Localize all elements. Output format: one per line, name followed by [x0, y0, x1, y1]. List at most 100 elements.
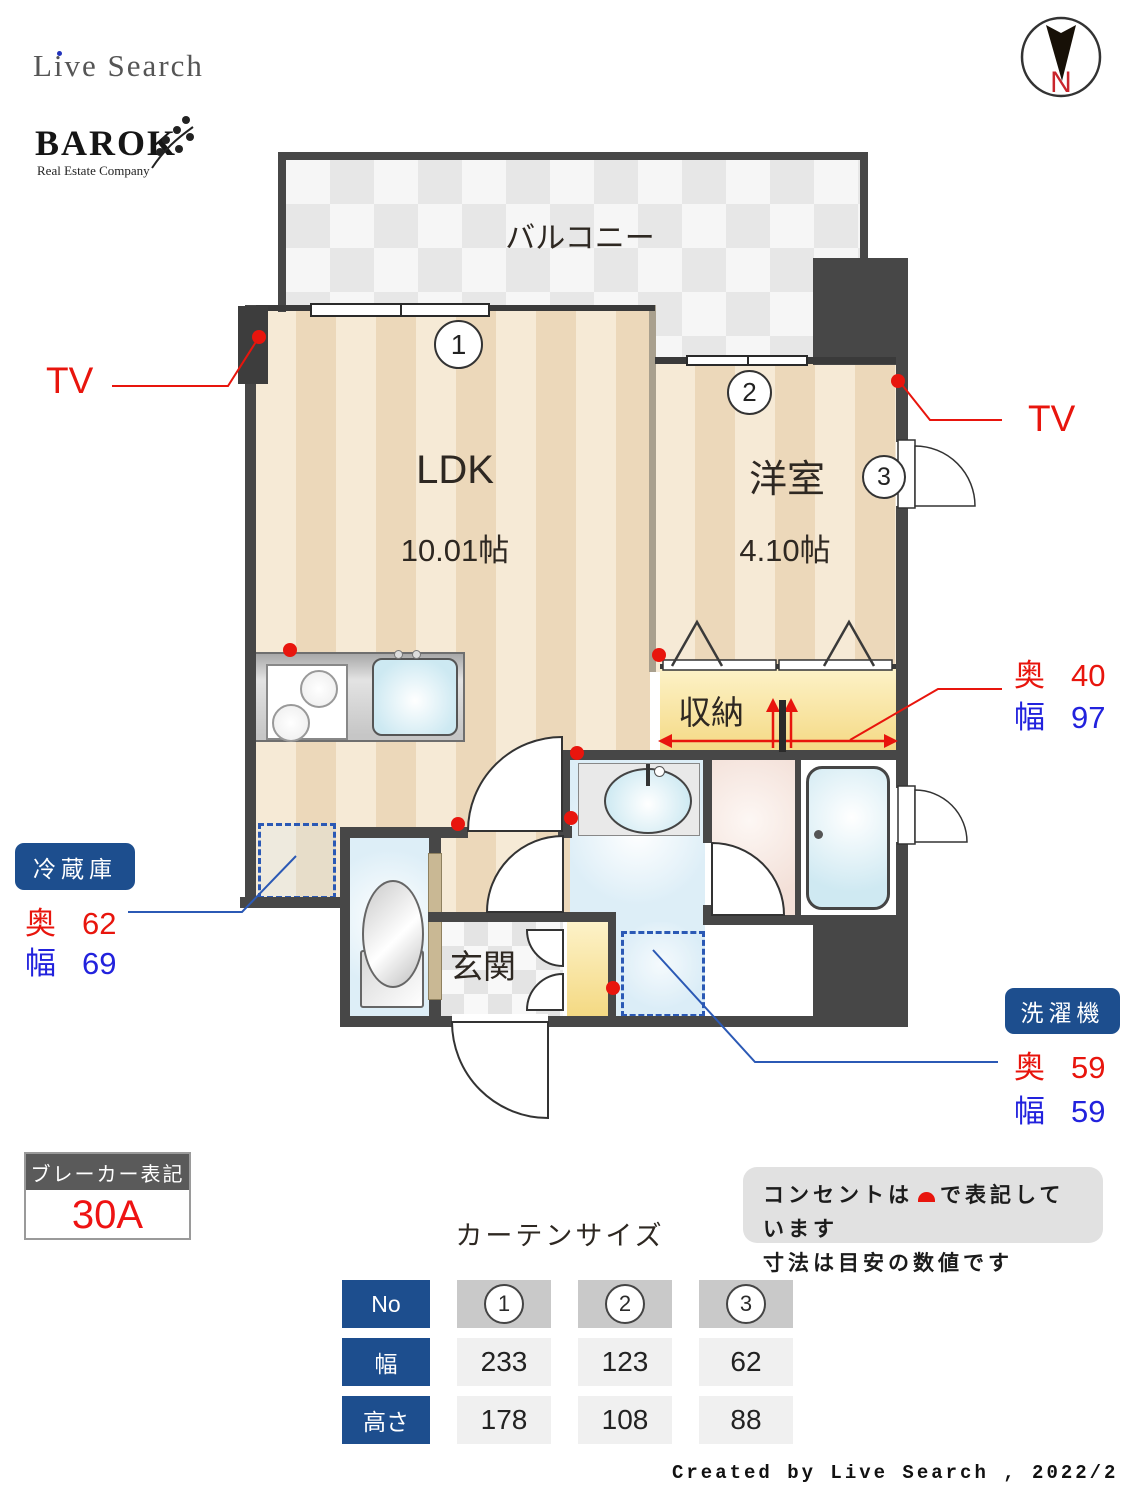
- fridge-leader: [128, 855, 297, 913]
- wall: [340, 827, 468, 838]
- notes-line-1: コンセントはで表記しています: [763, 1179, 1083, 1247]
- height-cell-1: 178: [457, 1396, 551, 1444]
- wall: [896, 842, 908, 1027]
- width-cell-1: 233: [457, 1338, 551, 1386]
- breaker-value: 30A: [71, 1192, 144, 1237]
- wall: [560, 750, 908, 760]
- vanity-faucet-icon: [646, 764, 650, 786]
- width-cell-3: 62: [699, 1338, 793, 1386]
- toilet-bowl-icon: [362, 880, 424, 988]
- row-header-width: 幅: [342, 1338, 430, 1386]
- door-swing-shoe-cabinet: [525, 929, 564, 968]
- washer-depth-row: 奥 59: [1014, 1042, 1105, 1087]
- toilet-door-panel: [428, 853, 442, 1000]
- depth-label: 奥: [1014, 658, 1045, 693]
- barok-branch-icon: [151, 116, 194, 169]
- window-1: [310, 303, 490, 317]
- depth-label: 奥: [1014, 1050, 1045, 1085]
- window-sash: [400, 305, 402, 315]
- compass: N: [1020, 16, 1102, 99]
- wall: [245, 305, 256, 908]
- width-label: 幅: [1014, 1094, 1045, 1129]
- width-value: 97: [1071, 700, 1106, 735]
- window-mark-3: 3: [862, 455, 906, 499]
- barok-sublabel: Real Estate Company: [37, 163, 150, 178]
- arrowhead-icon: [784, 698, 798, 712]
- depth-label: 奥: [25, 906, 56, 941]
- credit-text: Created by Live Search , 2022/2: [672, 1462, 1119, 1484]
- western-room-floor: [655, 357, 896, 672]
- washer-badge: 洗濯機: [1005, 988, 1120, 1034]
- room-label-entrance: 玄関: [450, 948, 516, 985]
- faucet-knob-icon: [412, 650, 421, 659]
- notes-line-2: 寸法は目安の数値です: [763, 1252, 1013, 1275]
- door-swing-bath-entry: [711, 841, 786, 916]
- vanity-sink-icon: [604, 768, 692, 834]
- wall: [705, 915, 908, 925]
- outlet-icon: [283, 643, 297, 657]
- door-swing-ldk: [466, 735, 563, 832]
- window-sash: [747, 357, 749, 364]
- door-swing-shoe-cabinet: [525, 972, 564, 1011]
- bathtub-drain-icon: [814, 830, 823, 839]
- wall: [278, 152, 868, 160]
- folding-door-icon: [670, 619, 724, 667]
- door-swing-washroom: [485, 834, 564, 913]
- width-label: 幅: [25, 946, 56, 981]
- room-label-storage: 収納: [678, 694, 744, 731]
- logo-dot: [57, 51, 62, 56]
- circled-number: 2: [605, 1284, 645, 1324]
- depth-value: 59: [1071, 1050, 1106, 1085]
- wall: [340, 827, 350, 1022]
- outlet-icon: [252, 330, 266, 344]
- washer-placement-box: [621, 931, 705, 1017]
- notes-text: コンセントは: [763, 1184, 913, 1207]
- outlet-icon: [606, 981, 620, 995]
- breaker-title: ブレーカー表記: [26, 1154, 189, 1190]
- outlet-icon: [564, 811, 578, 825]
- tv-left-leader: [112, 336, 260, 387]
- arrowhead-icon: [658, 734, 672, 748]
- wall: [608, 922, 616, 1016]
- shoe-cabinet: [567, 922, 608, 1016]
- outlet-icon: [451, 817, 465, 831]
- room-label-western: 洋室: [748, 459, 825, 501]
- barok-logo: BAROK: [35, 123, 178, 163]
- breaker-box: ブレーカー表記 30A: [24, 1152, 191, 1240]
- tv-right-leader: [898, 380, 1002, 421]
- washer-leader: [652, 949, 998, 1063]
- room-size-ldk: 10.01帖: [400, 533, 510, 568]
- circled-number: 1: [484, 1284, 524, 1324]
- compass-north-label: N: [1050, 66, 1072, 99]
- width-value: 69: [82, 946, 117, 981]
- wall: [240, 897, 350, 908]
- col-header-1: 1: [457, 1280, 551, 1328]
- wall: [278, 152, 286, 312]
- wall: [896, 506, 908, 788]
- storage-dim-leader: [849, 688, 1002, 741]
- kitchen-sink-icon: [372, 658, 458, 736]
- arrowhead-icon: [766, 698, 780, 712]
- wall: [428, 912, 616, 922]
- wall: [703, 750, 712, 843]
- wall: [560, 750, 570, 838]
- outlet-icon: [652, 648, 666, 662]
- storage-divider: [779, 700, 786, 752]
- pillar: [813, 925, 908, 1027]
- curtain-table: No 1 2 3 幅 233 123 62 高さ 178 108 88: [342, 1280, 793, 1444]
- stove-burner-icon: [300, 670, 338, 708]
- notes-box: コンセントはで表記しています 寸法は目安の数値です: [743, 1167, 1103, 1275]
- window-mark-1: 1: [434, 320, 483, 369]
- row-header-height: 高さ: [342, 1396, 430, 1444]
- compass-needle-icon: [1046, 25, 1076, 81]
- curtain-table-title: カーテンサイズ: [455, 1221, 665, 1251]
- stove-burner-icon: [272, 704, 310, 742]
- depth-value: 40: [1071, 658, 1106, 693]
- room-divider-wall: [649, 305, 656, 672]
- width-cell-2: 123: [578, 1338, 672, 1386]
- outlet-legend-icon: [918, 1192, 935, 1202]
- wall: [860, 152, 868, 262]
